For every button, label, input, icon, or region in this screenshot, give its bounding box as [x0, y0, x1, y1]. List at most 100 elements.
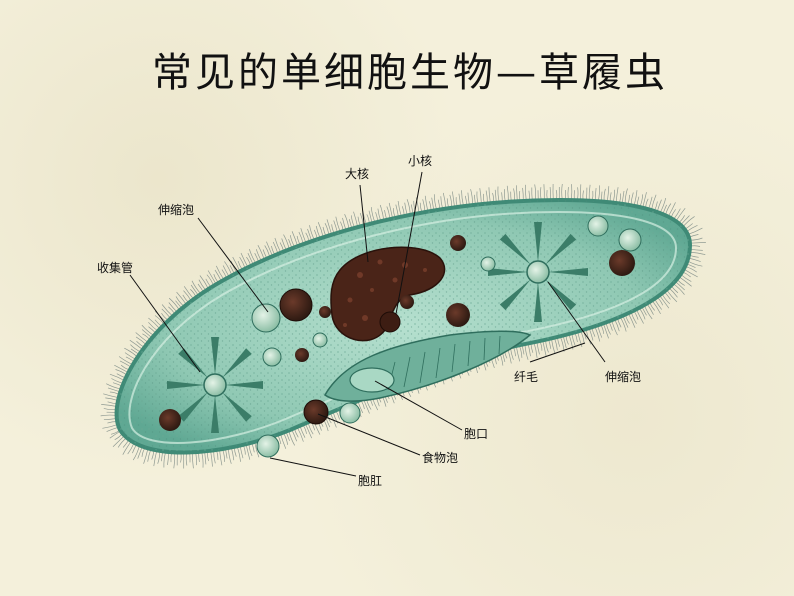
cilium	[215, 265, 225, 281]
cilium	[525, 184, 527, 201]
cilium	[153, 450, 158, 467]
cilium	[672, 283, 685, 295]
cell-inner-edge	[128, 210, 678, 444]
cilium	[442, 192, 447, 209]
cilium	[100, 414, 117, 417]
cilium	[524, 343, 529, 360]
cilium	[199, 275, 209, 290]
cilium	[533, 342, 538, 358]
cilium	[633, 190, 638, 207]
cilium	[551, 338, 556, 355]
cilium	[497, 186, 500, 203]
leader-oral-groove	[374, 380, 463, 431]
cilium	[515, 345, 521, 362]
cilium	[570, 184, 573, 201]
cilium	[101, 404, 118, 407]
leader-macronucleus	[359, 184, 369, 263]
cilium	[102, 424, 119, 429]
contractile-vacuole-right	[488, 222, 588, 322]
cilium	[132, 445, 140, 461]
cilium	[643, 304, 653, 320]
cilium	[424, 195, 429, 212]
cilium	[606, 186, 610, 203]
cilium	[488, 187, 491, 204]
cilium	[379, 204, 385, 221]
macronucleus	[330, 246, 446, 342]
cilium	[122, 440, 132, 455]
cilium	[659, 198, 667, 214]
cilium	[516, 185, 518, 202]
cilium	[163, 451, 167, 468]
cilium	[611, 320, 618, 336]
cilium	[602, 323, 609, 339]
leader-collecting-canal	[129, 274, 201, 373]
cilium	[615, 187, 619, 204]
cilium	[461, 190, 464, 207]
slide-title: 常见的单细胞生物—草履虫	[152, 50, 668, 96]
cilium	[118, 356, 133, 366]
leader-cilia	[529, 342, 586, 363]
label-anal-pore: 胞肛	[358, 474, 382, 488]
cilium	[588, 184, 591, 201]
label-contractile-vacuole-right: 伸缩泡	[605, 369, 641, 384]
cilium	[201, 451, 204, 468]
leader-lines	[129, 171, 606, 477]
cilium	[257, 245, 265, 261]
contractile-vacuole-left	[167, 337, 263, 433]
cilium	[103, 393, 119, 399]
cilium	[624, 188, 628, 205]
label-macronucleus: 大核	[345, 167, 369, 181]
cilium	[470, 189, 473, 206]
leader-micronucleus	[395, 171, 423, 315]
cilium	[228, 447, 232, 464]
cilium	[433, 194, 438, 211]
cilium	[219, 449, 223, 466]
cilium	[667, 202, 676, 217]
leader-anal-pore	[269, 457, 357, 477]
cilium	[579, 184, 582, 201]
cilium	[288, 430, 296, 446]
label-contractile-vacuole-left: 伸缩泡	[158, 202, 194, 217]
cilium	[370, 207, 376, 223]
label-collecting-canal: 收集管	[97, 260, 133, 275]
leader-contractile-vacuole-right	[547, 281, 606, 363]
cilium	[594, 326, 601, 342]
cilium	[326, 219, 333, 235]
cilium	[236, 446, 241, 462]
cilium	[266, 241, 273, 257]
cilium	[636, 309, 644, 324]
cilium	[173, 452, 176, 469]
cilium	[224, 261, 233, 276]
cilium	[534, 184, 536, 201]
cilium	[283, 234, 290, 250]
cilium	[304, 423, 313, 439]
label-cilia: 纤毛	[514, 370, 538, 384]
cilium	[627, 313, 636, 328]
cilium	[452, 191, 455, 208]
cilium	[397, 200, 402, 217]
cilium	[651, 300, 661, 315]
cilium	[192, 452, 194, 469]
cilium	[506, 185, 509, 202]
cilium	[296, 426, 304, 442]
cilium	[682, 216, 695, 228]
cilium	[240, 252, 249, 268]
leader-food-vacuole	[317, 413, 421, 456]
cilium	[353, 211, 359, 228]
cilium	[619, 316, 627, 332]
cilium	[561, 183, 563, 201]
cilium	[124, 347, 138, 358]
cilium	[689, 242, 706, 244]
cilium	[210, 450, 213, 467]
cilium	[274, 237, 282, 254]
cilium	[109, 373, 125, 382]
cilium	[683, 268, 698, 278]
cilium	[300, 228, 307, 244]
cilium	[249, 248, 257, 264]
food-vacuoles	[159, 235, 635, 431]
cilium	[143, 448, 149, 464]
cilium	[479, 188, 482, 205]
leader-contractile-vacuole-left	[197, 217, 269, 313]
cilium	[309, 225, 315, 241]
